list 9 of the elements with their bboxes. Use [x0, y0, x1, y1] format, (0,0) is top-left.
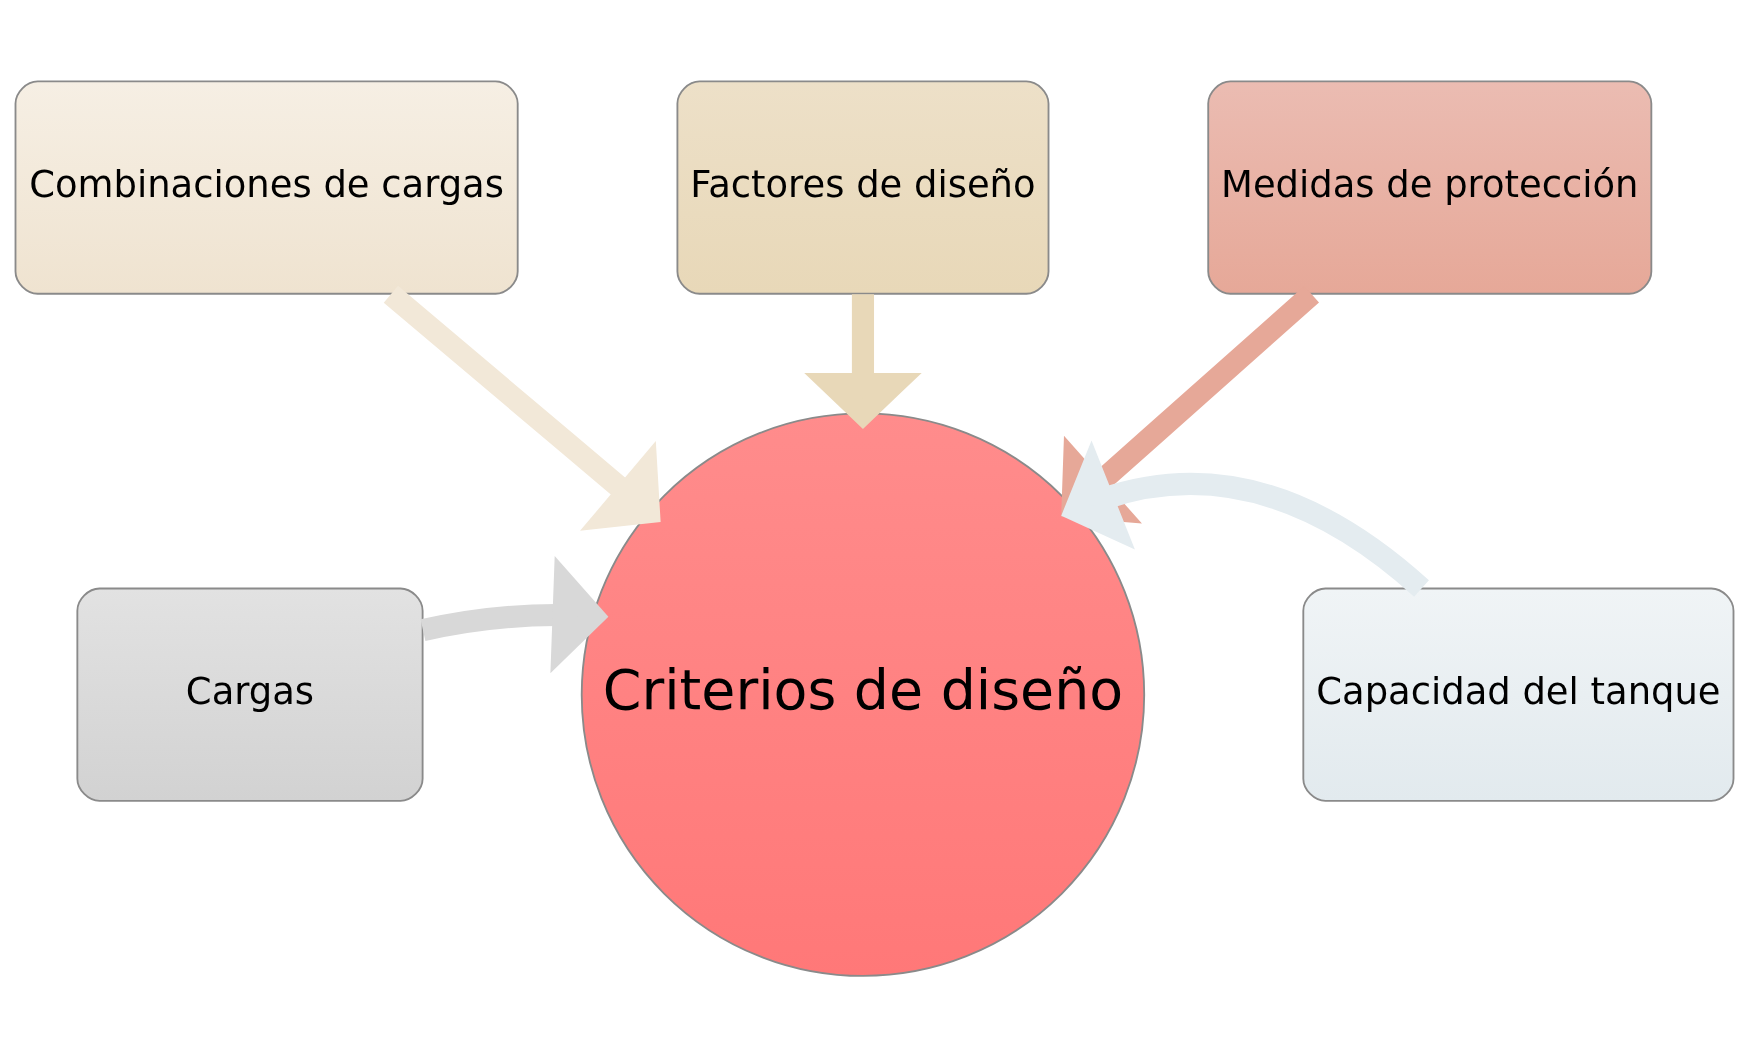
arrow [804, 294, 922, 429]
arrow [1061, 440, 1429, 597]
node-box: Factores de diseño [676, 80, 1050, 295]
node-box: Combinaciones de cargas [14, 80, 519, 295]
node-box: Medidas de protección [1207, 80, 1653, 295]
arrow [383, 285, 661, 531]
node-box: Capacidad del tanque [1302, 587, 1735, 802]
arrow [420, 556, 609, 674]
node-box: Cargas [76, 587, 424, 802]
